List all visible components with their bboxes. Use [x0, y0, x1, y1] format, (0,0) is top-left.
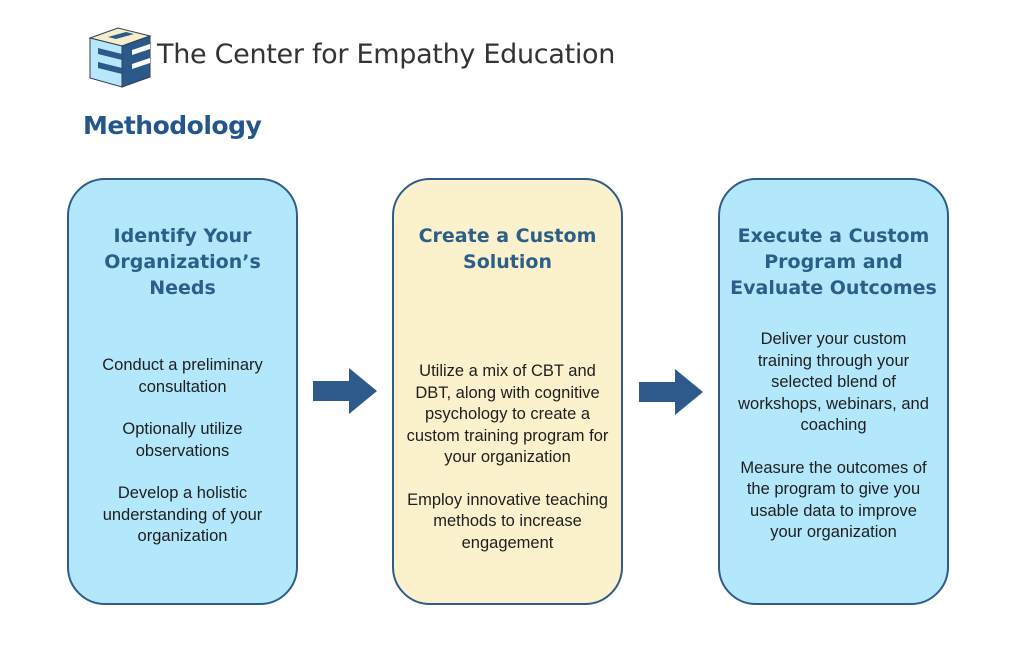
step-body: Deliver your custom training through you… [732, 329, 935, 544]
step-point: Develop a holistic understanding of your… [102, 484, 263, 545]
step-point: Deliver your custom training through you… [738, 330, 929, 434]
step-card-identify-needs: Identify Your Organization’s Needs Condu… [67, 178, 298, 605]
right-arrow-icon [639, 369, 703, 415]
right-arrow-icon [313, 368, 377, 414]
step-title: Identify Your Organization’s Needs [104, 225, 261, 299]
step-point: Utilize a mix of CBT and DBT, along with… [406, 362, 609, 466]
step-point: Optionally utilize observations [122, 420, 243, 460]
brand-name: The Center for Empathy Education [157, 39, 616, 70]
step-title: Create a Custom Solution [418, 225, 597, 273]
step-card-execute-evaluate: Execute a Custom Program and Evaluate Ou… [718, 178, 949, 605]
step-body: Utilize a mix of CBT and DBT, along with… [406, 361, 609, 554]
step-point: Measure the outcomes of the program to g… [740, 458, 927, 542]
step-card-create-solution: Create a Custom Solution Utilize a mix o… [392, 178, 623, 605]
logo-icon [88, 27, 152, 88]
step-title: Execute a Custom Program and Evaluate Ou… [730, 225, 937, 299]
section-title: Methodology [83, 111, 262, 140]
step-body: Conduct a preliminary consultation Optio… [81, 355, 284, 548]
step-point: Conduct a preliminary consultation [102, 356, 263, 396]
step-point: Employ innovative teaching methods to in… [407, 490, 608, 552]
